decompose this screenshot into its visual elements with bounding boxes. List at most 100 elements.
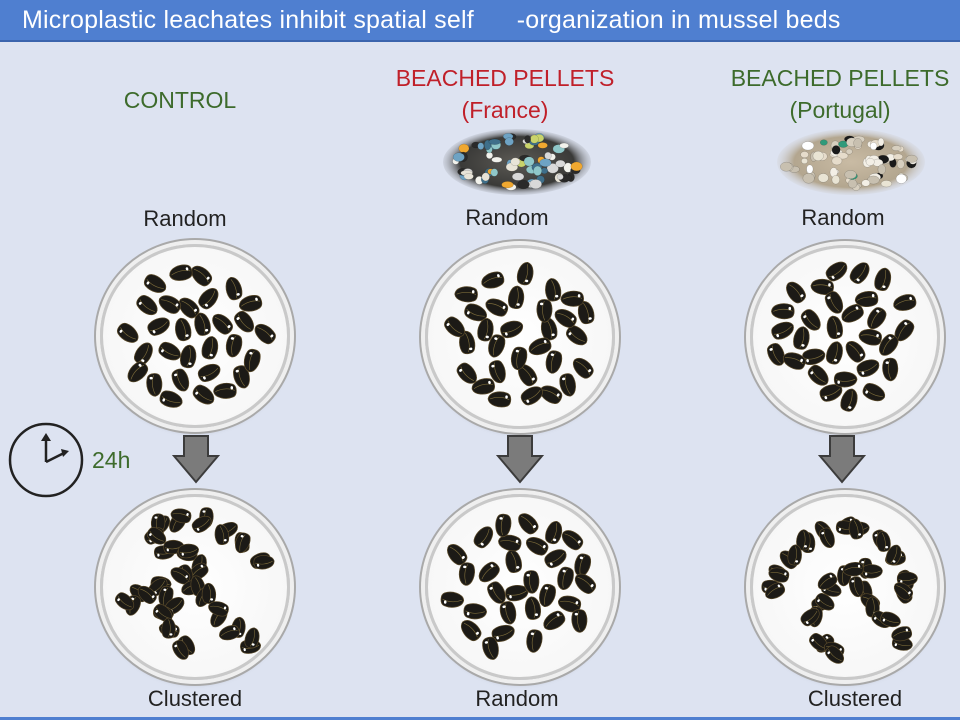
mussel-shell	[526, 629, 543, 653]
mussel-shell	[201, 336, 219, 360]
mussel-shell	[146, 527, 167, 545]
portugal-before-label: Random	[801, 205, 885, 230]
control-before-label: Random	[143, 206, 227, 231]
mussel-shell	[473, 526, 493, 549]
mussel-shell	[233, 365, 250, 389]
mussel-shell	[545, 350, 563, 374]
control-after-label: Clustered	[147, 686, 243, 711]
mussel-shell	[796, 529, 811, 551]
mussel-shell	[444, 316, 465, 338]
down-arrow-icon	[496, 435, 544, 484]
mussel-shell	[518, 364, 538, 387]
mussel-shell	[526, 537, 549, 556]
mussel-shell	[508, 285, 525, 309]
title-bar: Microplastic leachates inhibit spatial s…	[0, 0, 960, 42]
mussel-shell	[471, 378, 495, 395]
mussel-shell	[153, 603, 173, 622]
mussel-shell	[786, 281, 806, 304]
mussel-shell	[559, 373, 576, 397]
mussel-shell	[488, 334, 506, 358]
time-label: 24h	[92, 447, 131, 473]
mussel-shell	[117, 322, 139, 343]
france-pellets-image	[443, 129, 591, 195]
mussel-shell	[891, 626, 912, 642]
france-after-label: Random	[475, 686, 559, 711]
mussel-shell	[146, 373, 163, 397]
mussel-shell	[225, 277, 243, 301]
mussel-shell	[192, 384, 215, 405]
mussel-shell	[765, 582, 785, 600]
mussel-shell	[458, 562, 475, 586]
heading-control: CONTROL	[123, 87, 237, 113]
mussel-shell	[482, 636, 499, 660]
mussel-shell	[800, 309, 821, 331]
heading-portugal-line1: BEACHED PELLETS	[730, 65, 950, 91]
mussel-shell	[478, 561, 500, 583]
mussel-shell	[198, 288, 219, 310]
portugal-after-label: Clustered	[807, 686, 903, 711]
mussel-shell	[809, 633, 828, 652]
mussel-shell	[505, 584, 529, 602]
mussel-shell	[566, 325, 588, 346]
mussel-shell	[557, 595, 582, 613]
mussel-shell	[854, 291, 879, 308]
mussel-shell	[782, 352, 806, 370]
heading-portugal-line2: (Portugal)	[789, 97, 891, 123]
mussel-shell	[208, 601, 229, 617]
portugal-after-dish	[750, 494, 940, 680]
mussel-shell	[491, 624, 515, 642]
heading-france-line1: BEACHED PELLETS	[395, 65, 615, 91]
mussel-shell	[170, 567, 191, 585]
mussel-shell	[459, 330, 476, 355]
mussel-shell	[815, 593, 835, 611]
down-arrow-icon	[172, 435, 220, 484]
mussel-shell	[127, 361, 149, 383]
mussel-shell	[819, 384, 843, 402]
mussel-shell	[180, 344, 197, 369]
mussel-shell	[819, 527, 835, 548]
mussel-shell	[520, 386, 543, 406]
mussel-shell	[893, 294, 917, 311]
france-before-label: Random	[465, 205, 549, 230]
mussel-shell	[577, 301, 595, 325]
mussel-shell	[544, 549, 567, 569]
mussel-shell	[235, 532, 251, 554]
mussel-shell	[817, 572, 838, 590]
mussel-shell	[842, 562, 864, 577]
mussel-shell	[766, 343, 785, 366]
mussel-shell	[574, 553, 592, 577]
mussel-shell	[159, 390, 183, 408]
mussel-shell	[571, 609, 588, 633]
mussel-shell	[824, 291, 844, 314]
mussel-shell	[825, 261, 848, 282]
bottom-border	[0, 717, 960, 720]
mussel-shell	[793, 326, 810, 350]
mussel-shell	[169, 264, 193, 281]
mussel-shell	[191, 265, 213, 287]
mussel-shell	[143, 274, 167, 293]
mussel-shell	[175, 317, 192, 342]
mussel-shell	[219, 625, 240, 641]
mussel-shell	[481, 271, 505, 289]
mussel-shell	[523, 570, 540, 594]
mussel-shell	[243, 348, 261, 373]
heading-france-line2: (France)	[461, 97, 549, 123]
mussel-shell	[510, 346, 528, 371]
mussel-shell	[771, 321, 794, 340]
mussel-shell	[539, 385, 563, 404]
mussel-shell	[158, 295, 181, 314]
mussel-shell	[880, 611, 901, 628]
mussel-shell	[862, 382, 886, 402]
mussel-shell	[115, 592, 135, 611]
mussel-shell	[528, 337, 552, 356]
mussel-shell	[543, 610, 566, 630]
mussel-shell	[561, 530, 584, 551]
france-after-dish	[425, 494, 615, 680]
mussel-shell	[234, 311, 254, 333]
mussel-shell	[554, 309, 577, 328]
mussel-shell	[539, 583, 556, 608]
mussel-shell	[874, 267, 892, 291]
mussel-shell	[253, 555, 275, 570]
mussel-shell	[158, 341, 181, 361]
mussel-shell	[861, 564, 883, 579]
